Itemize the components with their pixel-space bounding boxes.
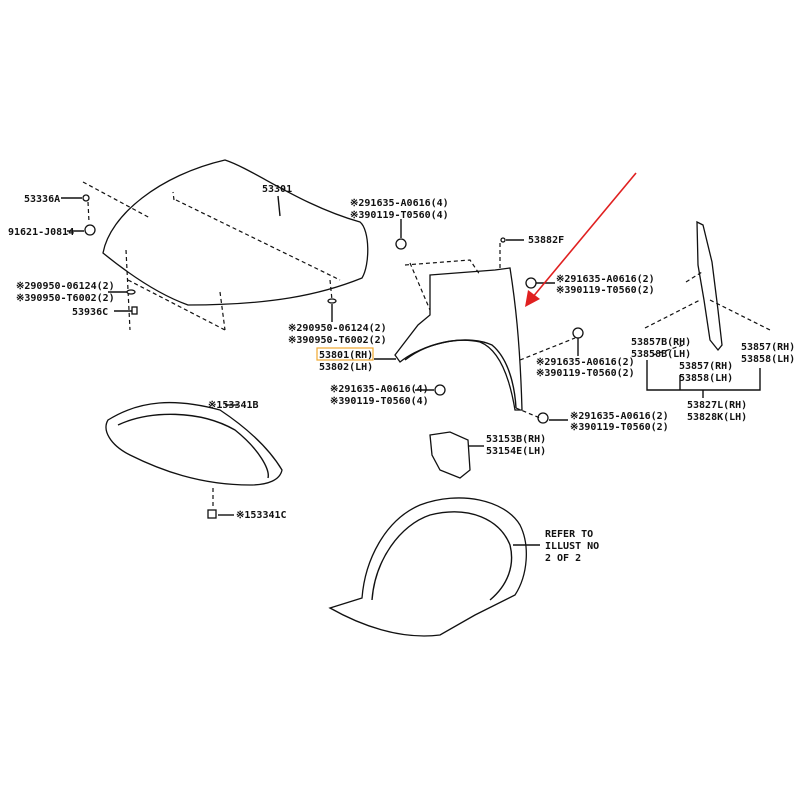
label-insulator-clip: ※153341C: [236, 510, 287, 521]
label-hood: 53301: [262, 184, 292, 195]
label-seal-set-lh: 53828K(LH): [687, 412, 747, 423]
label-seal-c-lh: 53858(LH): [741, 354, 795, 365]
label-low-bolt1: ※291635-A0616(2): [570, 411, 669, 422]
splash-shield-part[interactable]: [429, 431, 471, 479]
label-mid-bolt1: ※291635-A0616(2): [536, 357, 635, 368]
label-seal-b-lh: 53858(LH): [679, 373, 733, 384]
label-hood-stay: 53336A: [24, 194, 60, 205]
label-hood-clip-b2: ※390950-T6002(2): [288, 335, 387, 346]
hood-cushion-part[interactable]: [84, 224, 96, 236]
label-rear-bolt2: ※390119-T0560(2): [556, 285, 655, 296]
label-splash-lh: 53154E(LH): [486, 446, 546, 457]
label-fender-clip: 53882F: [528, 235, 564, 246]
label-seal-a-rh: 53857B(RH): [631, 337, 691, 348]
label-hood-clip-a2: ※390950-T6002(2): [16, 293, 115, 304]
label-rear-bolt1: ※291635-A0616(2): [556, 274, 655, 285]
label-refer-2: ILLUST NO: [545, 541, 599, 552]
label-seal-c-rh: 53857(RH): [741, 342, 795, 353]
hood-bumper-part[interactable]: [131, 306, 138, 315]
hood-part[interactable]: [82, 159, 369, 331]
label-hood-clip-a1: ※290950-06124(2): [16, 281, 115, 292]
label-insulator: ※153341B: [208, 400, 259, 411]
label-hood-cushion: 91621-J0814: [8, 227, 74, 238]
insulator-clip-part[interactable]: [207, 509, 217, 519]
label-splash-rh: 53153B(RH): [486, 434, 546, 445]
label-fender-lh: 53802(LH): [319, 362, 373, 373]
label-refer-1: REFER TO: [545, 529, 593, 540]
fender-liner-part[interactable]: [328, 497, 527, 637]
fender-part[interactable]: [394, 243, 576, 411]
label-front-bolt2: ※390119-T0560(4): [330, 396, 429, 407]
label-fender-rh: 53801(RH): [319, 350, 373, 361]
fender-seal-part[interactable]: [644, 220, 771, 357]
label-top-bolt2: ※390119-T0560(4): [350, 210, 449, 221]
label-seal-a-lh: 53858B(LH): [631, 349, 691, 360]
label-top-bolt1: ※291635-A0616(4): [350, 198, 449, 209]
red-pointer-arrow: [525, 172, 637, 307]
hood-stay-part[interactable]: [82, 194, 90, 202]
label-refer-3: 2 OF 2: [545, 553, 581, 564]
label-front-bolt1: ※291635-A0616(4): [330, 384, 429, 395]
hood-insulator-part[interactable]: [105, 402, 283, 486]
label-seal-set-rh: 53827L(RH): [687, 400, 747, 411]
label-seal-b-rh: 53857(RH): [679, 361, 733, 372]
highlight-box: [316, 347, 374, 361]
label-mid-bolt2: ※390119-T0560(2): [536, 368, 635, 379]
label-hood-bumper: 53936C: [72, 307, 108, 318]
label-hood-clip-b1: ※290950-06124(2): [288, 323, 387, 334]
label-low-bolt2: ※390119-T0560(2): [570, 422, 669, 433]
